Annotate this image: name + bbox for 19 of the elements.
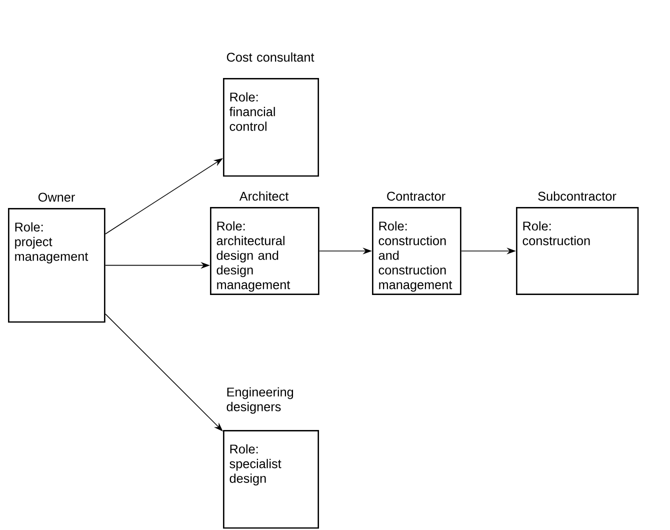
role-label: Role: [523, 221, 551, 231]
role-heading: Subcontractor [538, 191, 616, 201]
role-label: Role: [15, 222, 43, 232]
role-label: Role: [230, 444, 258, 454]
role-heading: Cost consultant [226, 52, 314, 62]
arrow [104, 314, 223, 432]
role-description: financial control [229, 106, 275, 131]
role-heading: Owner [38, 192, 75, 202]
role-description: architectural design and design management [216, 236, 290, 292]
role-description: project management [15, 236, 88, 264]
role-label: Role: [230, 92, 258, 102]
role-label: Role: [379, 221, 407, 231]
role-description: construction and construction management [378, 236, 452, 292]
role-description: construction [522, 236, 590, 246]
role-label: Role: [217, 221, 245, 231]
role-heading: Contractor [387, 192, 446, 201]
role-description: specialist design [230, 458, 282, 486]
role-heading: Engineering designers [226, 387, 294, 414]
role-heading: Architect [239, 191, 289, 201]
